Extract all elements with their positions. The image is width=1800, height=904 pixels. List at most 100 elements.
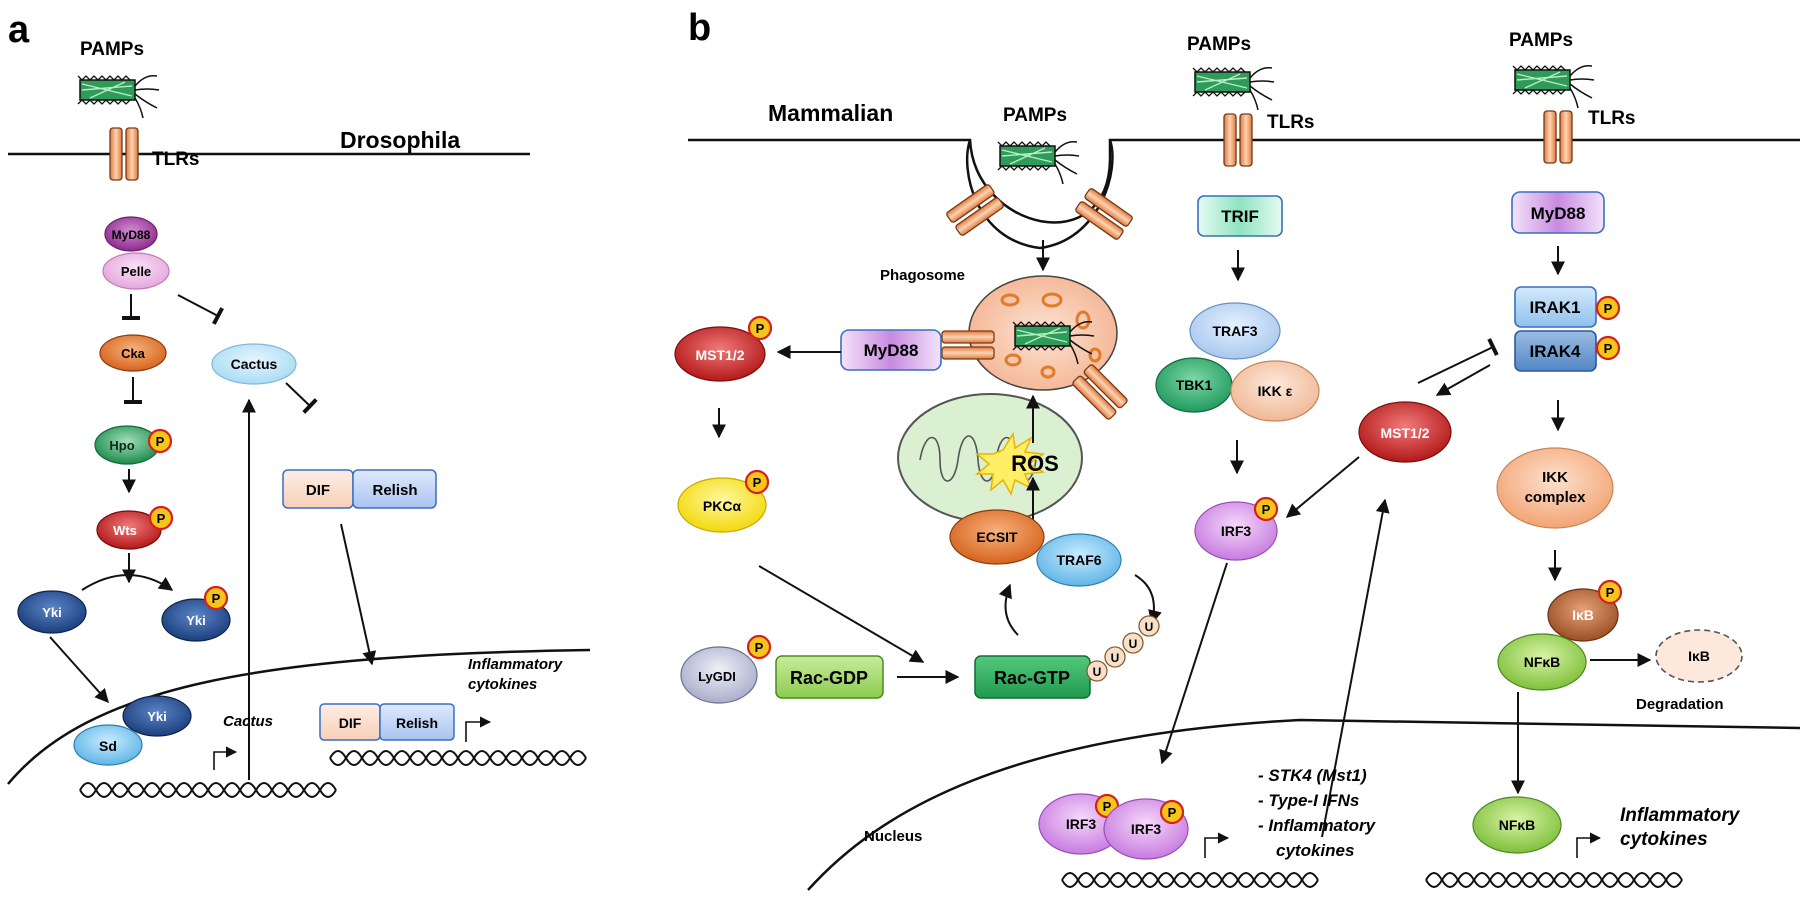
yki-nuclear-node: [122, 695, 192, 737]
mst-inhibits-irak-line: [1417, 338, 1499, 384]
nfkb-node-cytoplasm: [1497, 633, 1587, 691]
irf3-node-cytoplasm: [1194, 501, 1278, 561]
tlrs-label-b-trif: TLRs: [1267, 112, 1315, 133]
degradation-label: Degradation: [1636, 696, 1724, 713]
panel-b-letter: b: [688, 7, 711, 49]
traf6-node: [1036, 533, 1122, 587]
pamps-label-b-trif: PAMPs: [1187, 34, 1251, 55]
svg-text:P: P: [755, 640, 764, 655]
svg-text:P: P: [212, 591, 221, 606]
gene-item: cytokines: [1276, 841, 1354, 860]
myd88-node-a: [104, 216, 158, 252]
svg-text:P: P: [753, 475, 762, 490]
nucleus-label: Nucleus: [864, 828, 922, 845]
phospho-badge: P: [747, 315, 773, 341]
traf3-node: [1189, 302, 1281, 360]
myd88-label-a: MyD88: [112, 228, 151, 242]
dna-icon: [79, 782, 337, 798]
hpo-label: Hpo: [109, 438, 134, 453]
irak4-box: [1514, 330, 1597, 372]
dna-icon: [1425, 872, 1683, 888]
yki-label: Yki: [42, 605, 62, 620]
phagosome-label: Phagosome: [880, 267, 965, 284]
output-label-b-line2: cytokines: [1620, 829, 1708, 850]
cactus-node: [211, 343, 297, 385]
phospho-badge: P: [148, 505, 174, 531]
cactus-label: Cactus: [231, 356, 278, 372]
svg-text:U: U: [1111, 651, 1120, 665]
phospho-badge: P: [1595, 335, 1621, 361]
pamp-icon-b-trif: [1192, 66, 1275, 111]
myd88-label-phagosome: MyD88: [864, 341, 919, 360]
membrane-b: [688, 138, 1800, 224]
ikk-complex-label-line2: complex: [1525, 489, 1587, 506]
pkca-node: [677, 477, 767, 533]
output-label-a-line1: Inflammatory: [468, 656, 563, 673]
relish-label: Relish: [396, 715, 438, 731]
irak4-label: IRAK4: [1529, 342, 1581, 361]
ikk-complex-label-line1: IKK: [1542, 469, 1568, 486]
phospho-badge: P: [1094, 793, 1120, 819]
svg-text:U: U: [1145, 620, 1154, 634]
relish-box-nucleus: [379, 703, 455, 741]
cactus-gene-label: Cactus: [223, 713, 273, 730]
irf3-label: IRF3: [1221, 523, 1252, 539]
svg-text:P: P: [1606, 585, 1615, 600]
yki-label: Yki: [186, 613, 206, 628]
phospho-badge: P: [1159, 799, 1185, 825]
wts-label: Wts: [113, 523, 137, 538]
svg-text:U: U: [1129, 637, 1138, 651]
tbk1-label: TBK1: [1176, 377, 1213, 393]
svg-text:U: U: [1093, 665, 1102, 679]
nfkb-node-nucleus: [1472, 796, 1562, 854]
svg-text:P: P: [1103, 799, 1112, 814]
svg-text:P: P: [756, 321, 765, 336]
svg-text:P: P: [1604, 301, 1613, 316]
lygdi-node: [680, 646, 758, 704]
gene-item: - Type-I IFNs: [1258, 791, 1359, 810]
mst12-label: MST1/2: [1380, 425, 1429, 441]
dna-icon: [329, 750, 587, 766]
nfkb-label: NFκB: [1524, 654, 1561, 670]
dna-icon: [1061, 872, 1319, 888]
lygdi-label: LyGDI: [698, 669, 736, 684]
phospho-badge: P: [744, 469, 770, 495]
tlr-receptor-icon: [1543, 110, 1573, 164]
output-label-a-line2: cytokines: [468, 676, 537, 693]
sd-label: Sd: [99, 738, 117, 754]
tlrs-label-b-myd: TLRs: [1588, 108, 1636, 129]
phospho-badge: P: [1597, 579, 1623, 605]
ros-label: ROS: [1011, 451, 1059, 476]
pamp-icon-b-myd: [1512, 64, 1595, 109]
trif-box: [1197, 195, 1283, 237]
relish-box-cytoplasm: [352, 469, 437, 509]
dif-label: DIF: [339, 715, 362, 731]
irf3-label: IRF3: [1131, 821, 1162, 837]
phospho-badge: P: [746, 634, 772, 660]
pamp-icon-b-phago: [997, 140, 1080, 185]
ikb-degraded-label: IκB: [1688, 648, 1710, 664]
ikb-degraded-node: [1655, 629, 1743, 683]
myd88-box-phagosome: [840, 329, 942, 371]
mst12-node-right: [1358, 401, 1452, 463]
svg-text:P: P: [1604, 341, 1613, 356]
irak1-label: IRAK1: [1529, 298, 1580, 317]
mst12-node-left: [674, 326, 766, 382]
output-label-b-line1: Inflammatory: [1620, 805, 1741, 826]
yki-label: Yki: [147, 709, 167, 724]
nuclear-membrane-a: [7, 648, 591, 785]
myd88-label-tlr: MyD88: [1531, 204, 1586, 223]
pamp-icon-a: [77, 74, 160, 119]
ubiquitin-chain: U U U U: [1086, 615, 1160, 682]
ikke-node: [1230, 360, 1320, 422]
pamps-label-b-phago: PAMPs: [1003, 105, 1067, 126]
rac-gdp-box: [775, 655, 884, 699]
phospho-badge: P: [147, 428, 173, 454]
svg-text:P: P: [1168, 805, 1177, 820]
phospho-badge: P: [203, 585, 229, 611]
traf3-label: TRAF3: [1212, 323, 1257, 339]
phospho-badge: P: [1595, 295, 1621, 321]
yki-node: [17, 590, 87, 634]
ecsit-label: ECSIT: [976, 529, 1018, 545]
